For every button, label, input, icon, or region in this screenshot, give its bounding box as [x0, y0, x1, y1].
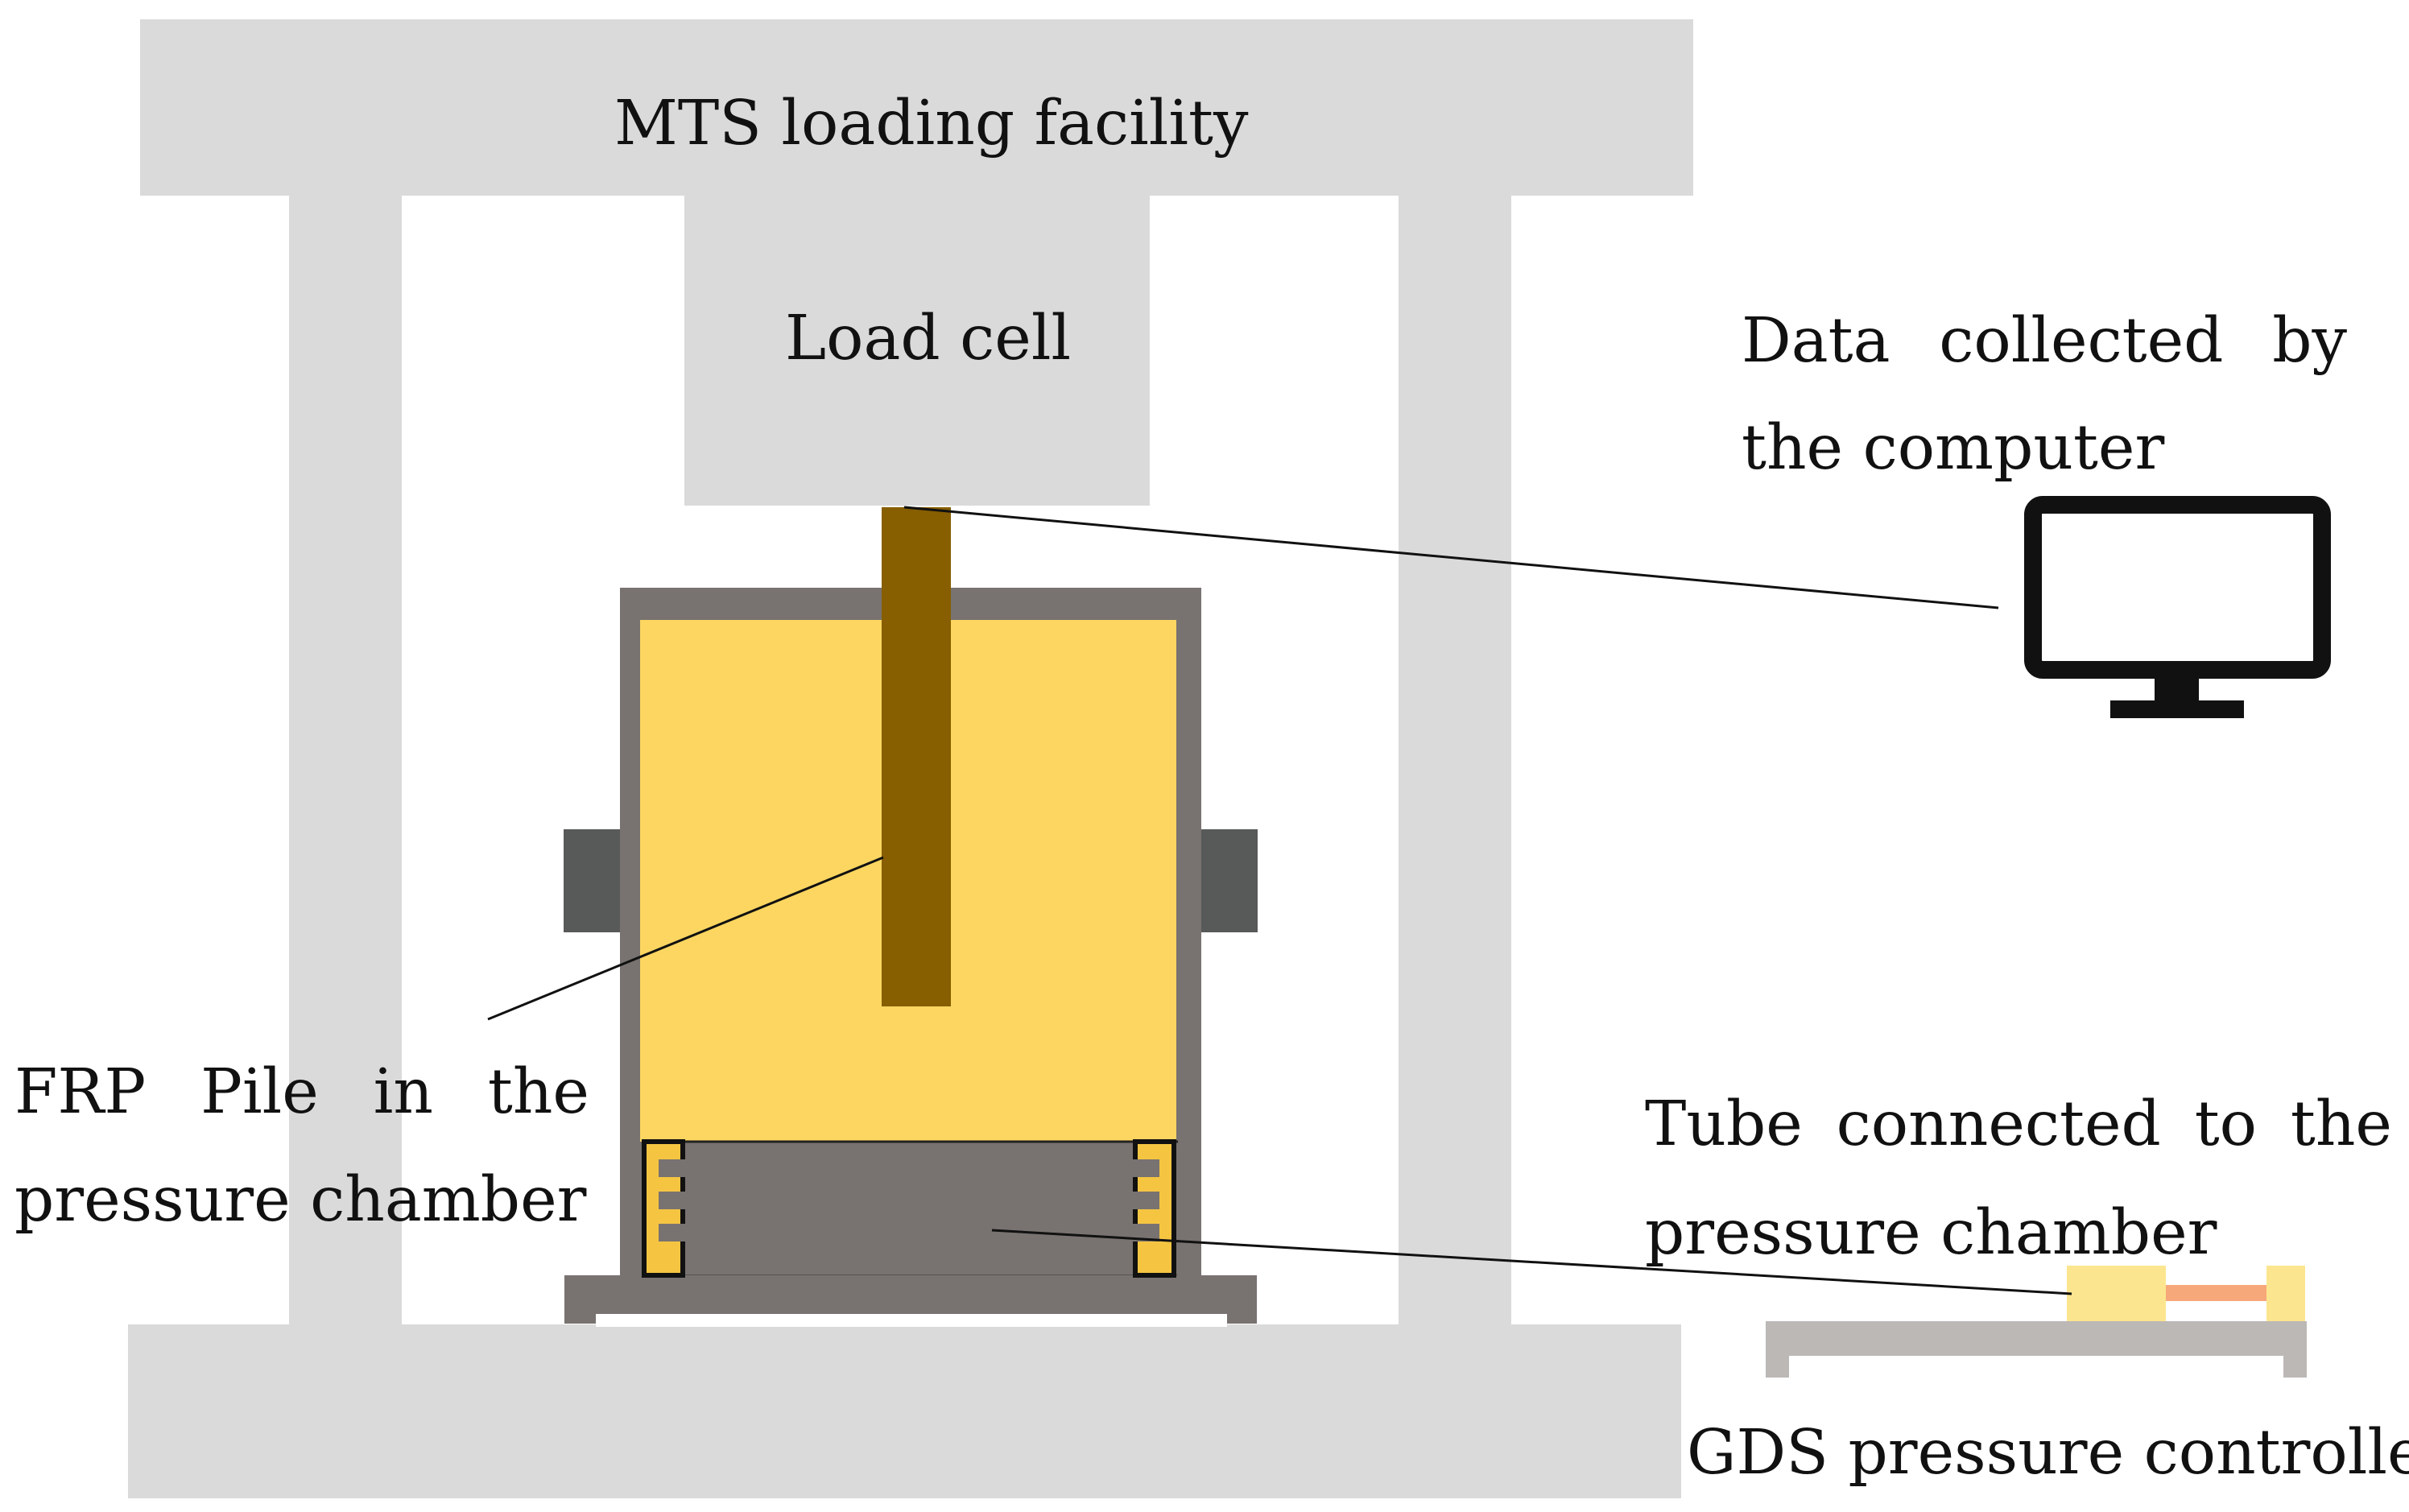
mts-label: MTS loading facility — [614, 88, 1249, 159]
gds-label: GDS pressure controller — [1687, 1417, 2409, 1489]
load-cell-label: Load cell — [785, 303, 1072, 374]
chamber-base-gap — [596, 1314, 1227, 1327]
gds-pressure-controller — [1766, 1266, 2307, 1378]
computer-monitor-icon — [2024, 496, 2331, 718]
controller-right-foot — [2283, 1356, 2307, 1378]
controller-cylinder — [2067, 1266, 2166, 1321]
controller-end-cap — [2266, 1266, 2305, 1321]
pressure-chamber — [564, 588, 1258, 1327]
mts-top-crosshead — [140, 19, 1693, 196]
leader-line-tube — [991, 1229, 2072, 1295]
left-drain-valve — [642, 1139, 686, 1278]
frp-label-line2: pressure chamber — [14, 1164, 587, 1236]
frp-label-line1: FRP Pile in the — [14, 1056, 589, 1128]
right-drain-valve — [1132, 1139, 1176, 1278]
controller-base — [1766, 1321, 2307, 1356]
controller-rod — [2166, 1285, 2266, 1301]
chamber-right-ear — [1193, 829, 1258, 932]
load-cell-block — [684, 196, 1150, 506]
tube-label-line1: Tube connected to the — [1645, 1089, 2392, 1160]
chamber-bottom-plate — [642, 1142, 1178, 1279]
leader-line-computer — [903, 506, 1999, 609]
leader-line-frp-pile — [487, 856, 884, 1021]
mts-loading-frame — [128, 19, 1693, 1498]
mts-left-column — [289, 196, 402, 1326]
controller-left-foot — [1766, 1356, 1789, 1378]
data-label-line1: Data collected by — [1742, 305, 2347, 377]
mts-right-column — [1399, 196, 1511, 1326]
frp-pile — [882, 507, 951, 1006]
tube-label-line2: pressure chamber — [1645, 1197, 2217, 1269]
mts-base-platform — [128, 1324, 1681, 1498]
data-label-line2: the computer — [1742, 412, 2165, 484]
chamber-left-ear — [564, 829, 628, 932]
